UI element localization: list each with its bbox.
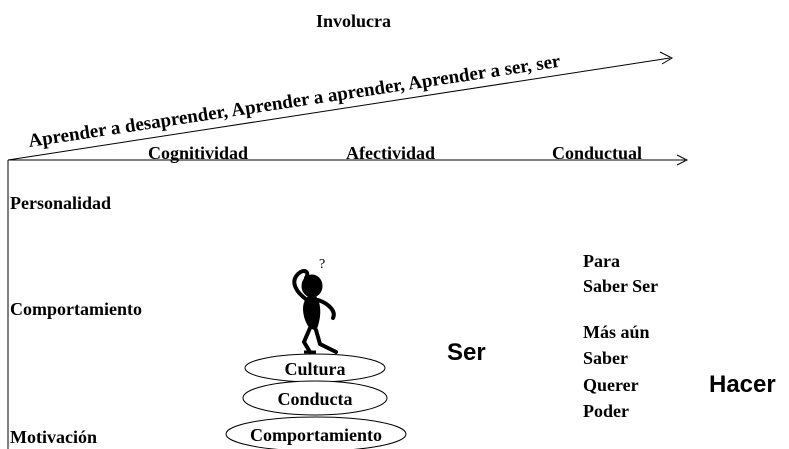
column-afectividad: Afectividad [346,143,435,163]
stack-conducta: Conducta [277,389,353,409]
right-hacer: Hacer [709,371,776,398]
diagonal-axis [7,57,671,161]
thinking-figure-icon [292,269,338,354]
horizontal-arrowhead [676,154,689,166]
right-querer: Querer [583,375,639,395]
diagonal-arrowhead [659,51,674,65]
ellipse-comportamiento [225,416,407,449]
ellipse-conducta [242,380,388,416]
column-cognitividad: Cognitividad [148,143,249,163]
right-poder: Poder [583,401,629,421]
right-saber-ser: Saber Ser [583,276,659,296]
row-motivacion: Motivación [10,427,97,447]
center-label-ser: Ser [447,339,486,366]
row-comportamiento: Comportamiento [10,299,142,319]
row-personalidad: Personalidad [10,193,112,213]
title: Involucra [316,11,392,31]
question-mark: ? [319,257,326,272]
right-para: Para [583,251,620,271]
right-saber: Saber [583,348,628,368]
stack-cultura: Cultura [284,359,346,379]
column-conductual: Conductual [552,143,643,163]
right-mas-aun: Más aún [583,322,650,342]
stack-comportamiento: Comportamiento [250,425,382,445]
